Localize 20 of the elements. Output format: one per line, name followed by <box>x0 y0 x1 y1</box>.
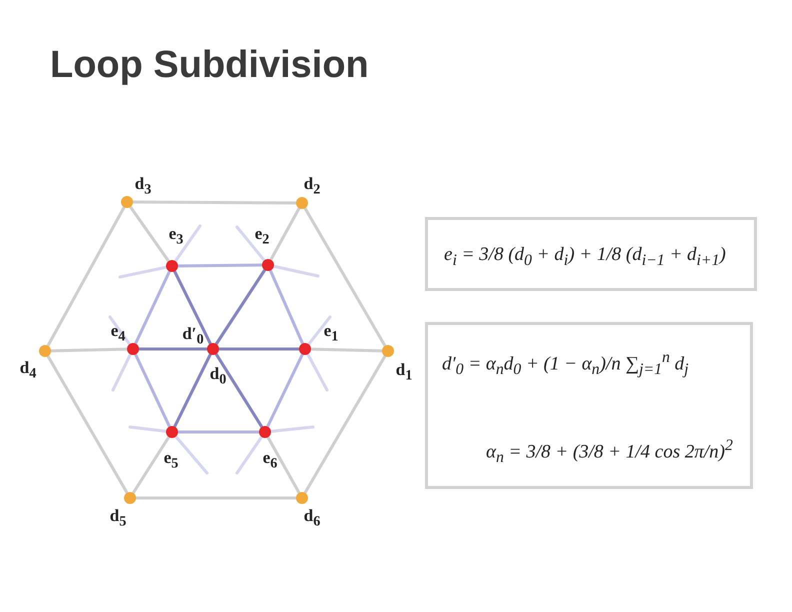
formula-box <box>425 217 757 291</box>
slide-title: Loop Subdivision <box>50 44 369 87</box>
point-label: e$_{1}$ <box>324 322 338 344</box>
point-label: e$_{5}$ <box>164 449 178 471</box>
point-label: e$_{2}$ <box>254 225 270 247</box>
point-label: d$_{2}$ <box>304 175 320 197</box>
point-label: e$_{6}$ <box>262 449 278 471</box>
formula: d′$_{0}$ = α$_{n}$d$_{0}$ + (1 − α$_{n}$)/n ∑$_{j=1}$$^{n}$ d$_{j}$ <box>442 349 689 380</box>
point-label: d$_{6}$ <box>304 507 320 529</box>
point-label: d$_{4}$ <box>20 359 36 381</box>
formula-box <box>425 322 753 489</box>
point-label: d′$_{0}$ <box>182 325 204 347</box>
point-label: d$_{0}$ <box>210 365 226 387</box>
point-label: d$_{1}$ <box>396 361 412 383</box>
formula: α$_{n}$ = 3/8 + (3/8 + 1/4 cos 2π/n)$^{2}$ <box>486 437 733 468</box>
point-label: d$_{5}$ <box>110 507 126 529</box>
point-label: d$_{3}$ <box>134 175 152 197</box>
formula: e$_{i}$ = 3/8 (d$_{0}$ + d$_{i}$) + 1/8 (d$_{i−1}$ + d$_{i+1}$) <box>444 244 726 271</box>
point-label: e$_{4}$ <box>110 322 126 344</box>
point-label: e$_{3}$ <box>168 225 184 247</box>
